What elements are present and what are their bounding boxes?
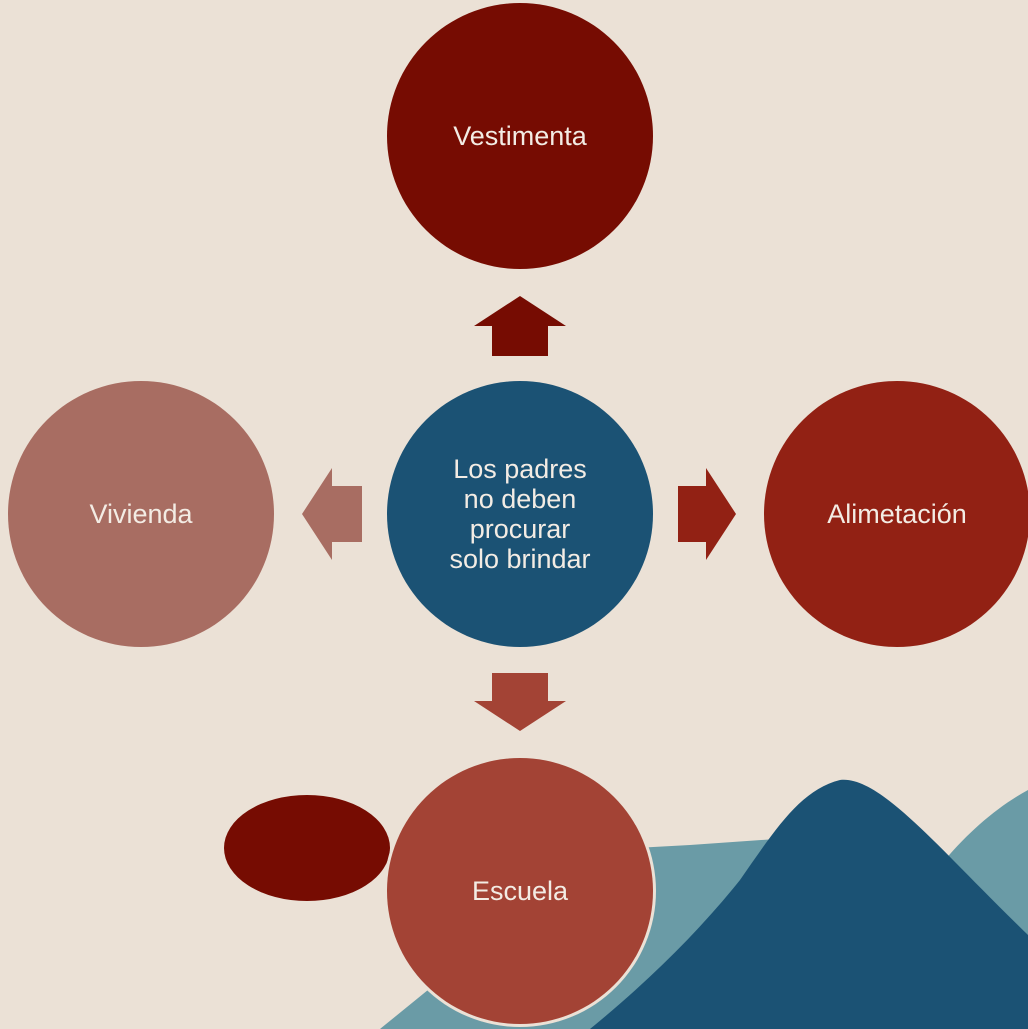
arrow-up — [474, 296, 566, 356]
mountain-front — [590, 779, 1028, 1029]
decorative-oval — [224, 795, 390, 901]
arrow-down — [474, 673, 566, 731]
center-node: Los padres no deben procurar solo brinda… — [387, 381, 653, 647]
center-node-label: Los padres no deben procurar solo brinda… — [449, 453, 591, 575]
node-alimetacion: Alimetación — [764, 381, 1028, 647]
node-vestimenta: Vestimenta — [387, 3, 653, 269]
node-vivienda: Vivienda — [8, 381, 274, 647]
node-vestimenta-label: Vestimenta — [453, 120, 587, 151]
node-escuela-label: Escuela — [471, 875, 569, 906]
arrow-right — [678, 468, 736, 560]
node-escuela: Escuela — [387, 758, 653, 1024]
node-alimetacion-label: Alimetación — [827, 498, 967, 529]
node-vivienda-label: Vivienda — [89, 498, 193, 529]
arrow-left — [302, 468, 362, 560]
